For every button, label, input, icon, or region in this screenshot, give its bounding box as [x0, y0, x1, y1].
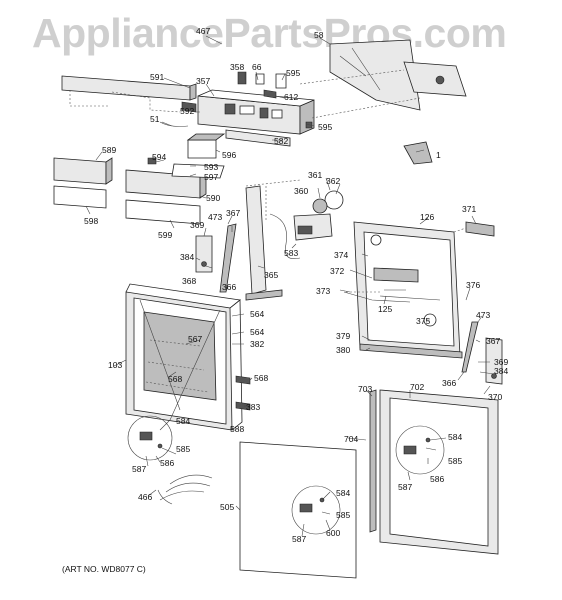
label-505: 505 — [220, 502, 234, 512]
label-372: 372 — [330, 266, 344, 276]
label-467: 467 — [196, 26, 210, 36]
literature-1 — [403, 141, 433, 165]
label-588: 588 — [230, 424, 244, 434]
label-51: 51 — [150, 114, 160, 124]
top-trim-591 — [61, 75, 191, 101]
label-585: 585 — [448, 456, 462, 466]
label-366: 366 — [222, 282, 236, 292]
label-369: 369 — [494, 357, 508, 367]
label-371: 371 — [462, 204, 476, 214]
label-587: 587 — [292, 534, 306, 544]
label-384: 384 — [180, 252, 194, 262]
label-358: 358 — [230, 62, 244, 72]
label-583: 583 — [284, 248, 298, 258]
label-702: 702 — [410, 382, 424, 392]
label-473: 473 — [208, 212, 222, 222]
label-369: 369 — [190, 220, 204, 230]
front-panels — [53, 157, 225, 225]
label-612: 612 — [284, 92, 298, 102]
label-564: 564 — [250, 309, 264, 319]
label-373: 373 — [316, 286, 330, 296]
label-584: 584 — [176, 416, 190, 426]
label-103: 103 — [108, 360, 122, 370]
label-589: 589 — [102, 145, 116, 155]
label-594: 594 — [152, 152, 166, 162]
label-379: 379 — [336, 331, 350, 341]
label-703: 703 — [358, 384, 372, 394]
label-382: 382 — [250, 339, 264, 349]
label-375: 375 — [416, 316, 430, 326]
label-366: 366 — [442, 378, 456, 388]
label-367: 367 — [486, 336, 500, 346]
label-362: 362 — [326, 176, 340, 186]
label-58: 58 — [314, 30, 324, 40]
label-591: 591 — [150, 72, 164, 82]
keypad-582 — [225, 129, 291, 147]
detail-views — [127, 389, 499, 579]
label-370: 370 — [488, 392, 502, 402]
outer-panel-58 — [329, 39, 421, 111]
label-597: 597 — [204, 172, 218, 182]
door-mechanism — [195, 179, 344, 301]
label-357: 357 — [196, 76, 210, 86]
label-592: 592 — [180, 106, 194, 116]
label-584: 584 — [448, 432, 462, 442]
label-567: 567 — [188, 334, 202, 344]
label-593: 593 — [204, 162, 218, 172]
label-584: 584 — [336, 488, 350, 498]
label-376: 376 — [466, 280, 480, 290]
label-595: 595 — [318, 122, 332, 132]
label-595: 595 — [286, 68, 300, 78]
label-586: 586 — [160, 458, 174, 468]
label-367: 367 — [226, 208, 240, 218]
part-labels: 467 58 591 357 358 66 595 612 592 51 595… — [84, 26, 508, 544]
label-568: 568 — [168, 374, 182, 384]
label-590: 590 — [206, 193, 220, 203]
leader-lines — [85, 35, 495, 537]
label-704: 704 — [344, 434, 358, 444]
label-365: 365 — [264, 270, 278, 280]
label-380: 380 — [336, 345, 350, 355]
watermark: AppliancePartsPros.com — [32, 10, 507, 56]
label-473: 473 — [476, 310, 490, 320]
label-383: 383 — [246, 402, 260, 412]
label-374: 374 — [334, 250, 348, 260]
label-1: 1 — [436, 150, 441, 160]
label-587: 587 — [132, 464, 146, 474]
label-384: 384 — [494, 366, 508, 376]
label-568: 568 — [254, 373, 268, 383]
label-466: 466 — [138, 492, 152, 502]
outer-door-103 — [125, 283, 251, 431]
label-599: 599 — [158, 230, 172, 240]
label-587: 587 — [398, 482, 412, 492]
label-66: 66 — [252, 62, 262, 72]
label-368: 368 — [182, 276, 196, 286]
label-126: 126 — [420, 212, 434, 222]
label-586: 586 — [430, 474, 444, 484]
control-panel-group — [61, 39, 467, 165]
label-360: 360 — [294, 186, 308, 196]
inner-door-374 — [343, 221, 503, 385]
label-600: 600 — [326, 528, 340, 538]
label-596: 596 — [222, 150, 236, 160]
label-585: 585 — [336, 510, 350, 520]
label-125: 125 — [378, 304, 392, 314]
label-598: 598 — [84, 216, 98, 226]
label-585: 585 — [176, 444, 190, 454]
art-number: (ART NO. WD8077 C) — [62, 564, 146, 574]
label-564: 564 — [250, 327, 264, 337]
label-582: 582 — [274, 136, 288, 146]
label-361: 361 — [308, 170, 322, 180]
